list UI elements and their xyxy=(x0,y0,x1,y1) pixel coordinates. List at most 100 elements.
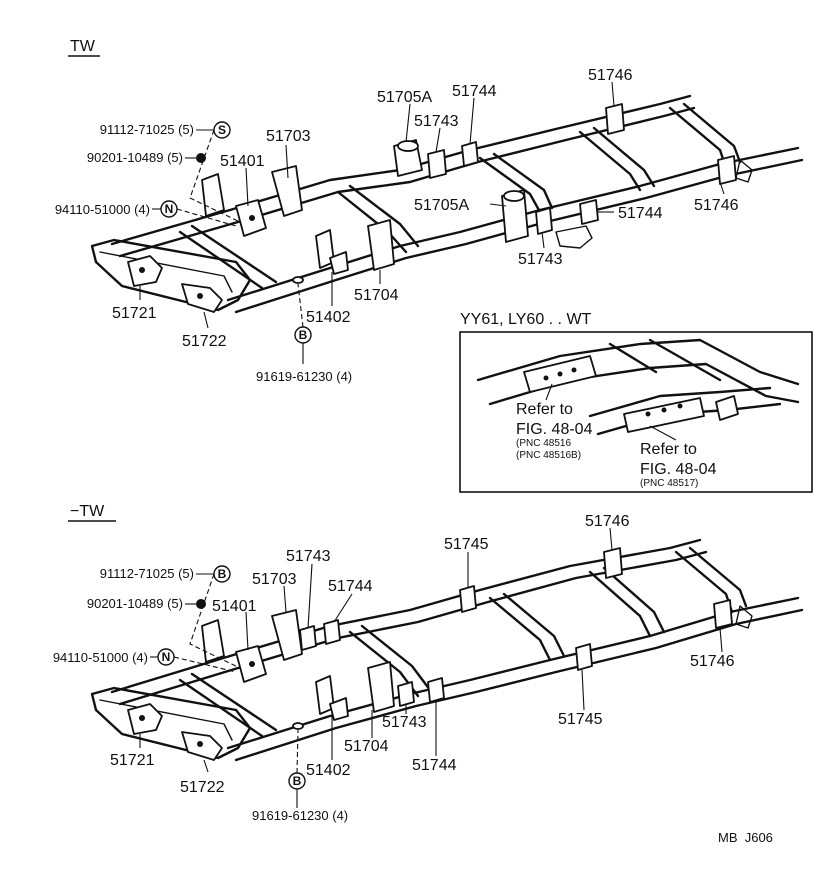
part-51703-b-drawing xyxy=(271,609,303,661)
front-bumper xyxy=(90,238,252,312)
part-51704-drawing xyxy=(367,219,395,271)
label-51744-upper: 51744 xyxy=(452,83,497,100)
inset-part-48517 xyxy=(623,397,705,433)
inset-pnc-48516b: (PNC 48516B) xyxy=(516,450,581,461)
part-51744-upper-drawing xyxy=(461,141,479,167)
inset-fig-2: FIG. 48-04 xyxy=(640,461,717,478)
symbol-n-letter: N xyxy=(165,202,174,216)
label-51722: 51722 xyxy=(182,333,227,350)
inset-refer-1: Refer to xyxy=(516,401,573,418)
part-51721-drawing xyxy=(127,255,163,287)
label-51745-b-upper: 51745 xyxy=(444,536,489,553)
label-90201-10489-b: 90201-10489 (5) xyxy=(87,596,183,611)
section-minus-tw: −TW xyxy=(53,503,804,823)
symbol-b-letter-2: B xyxy=(218,567,227,581)
crossmember-front-2 xyxy=(178,672,278,738)
dashed-links-tw xyxy=(176,129,304,328)
label-51721: 51721 xyxy=(112,305,157,322)
footer-diagram-code: MB J606 xyxy=(718,830,773,845)
part-51744-b-upper-drawing xyxy=(323,619,341,645)
label-94110-51000-b: 94110-51000 (4) xyxy=(53,650,148,665)
inset-frame-drawing xyxy=(476,338,800,436)
leader-lines-tw xyxy=(139,81,725,364)
label-51704: 51704 xyxy=(354,287,399,304)
labels-minus-tw: 91112-71025 (5) 90201-10489 (5) 94110-51… xyxy=(53,513,735,823)
crossmember-3b xyxy=(488,592,566,662)
frame-drawing-minus-tw xyxy=(90,538,804,762)
label-91112-71025: 91112-71025 (5) xyxy=(100,122,194,137)
label-51704-b: 51704 xyxy=(344,738,389,755)
label-51746-b-upper: 51746 xyxy=(585,513,630,530)
crossmember-4b xyxy=(588,566,666,638)
symbol-b-letter: B xyxy=(299,328,308,342)
symbol-s-letter: S xyxy=(218,123,226,137)
label-51743-b-lower: 51743 xyxy=(382,714,427,731)
label-51746-b-lower: 51746 xyxy=(690,653,735,670)
label-51401-b: 51401 xyxy=(212,598,257,615)
parts-minus-tw xyxy=(127,547,733,761)
inset-refer-2: Refer to xyxy=(640,441,697,458)
label-51703: 51703 xyxy=(266,128,311,145)
label-51721-b: 51721 xyxy=(110,752,155,769)
part-51743-lower-drawing xyxy=(535,207,553,235)
crossmember-4 xyxy=(578,126,656,192)
part-51704-b-drawing xyxy=(367,661,395,713)
label-90201-10489: 90201-10489 (5) xyxy=(87,150,183,165)
label-51746-lower: 51746 xyxy=(694,197,739,214)
labels-tw: 91112-71025 (5) 90201-10489 (5) 94110-51… xyxy=(55,67,739,384)
label-91112-71025-b: 91112-71025 (5) xyxy=(100,566,194,581)
label-51722-b: 51722 xyxy=(180,779,225,796)
part-51721-b-drawing xyxy=(127,703,163,735)
label-51705A-upper: 51705A xyxy=(377,89,432,106)
inset-title: YY61, LY60 . . WT xyxy=(460,311,592,328)
inset-box xyxy=(459,331,813,493)
part-51746-upper-drawing xyxy=(605,103,625,135)
part-51743-b-upper-drawing xyxy=(299,625,317,651)
symbol-n-letter-2: N xyxy=(162,650,171,664)
inset-wt: YY61, LY60 . . WT Refer to FIG. 48-04 (P… xyxy=(459,311,813,493)
label-51745-b-lower: 51745 xyxy=(558,711,603,728)
part-51746-b-lower-drawing xyxy=(713,599,733,629)
part-51743-upper-drawing xyxy=(427,149,447,179)
parts-tw xyxy=(127,103,737,313)
label-51743-b-upper: 51743 xyxy=(286,548,331,565)
label-51743-lower: 51743 xyxy=(518,251,563,268)
part-51744-b-lower-drawing xyxy=(427,677,445,703)
part-51743-b-lower-drawing xyxy=(397,681,415,707)
label-51746-upper: 51746 xyxy=(588,67,633,84)
part-51745-b-upper-drawing xyxy=(459,585,477,613)
label-51402-b: 51402 xyxy=(306,762,351,779)
inset-pnc-48516: (PNC 48516 xyxy=(516,438,571,449)
front-bumper-2 xyxy=(90,686,252,760)
label-51703-b: 51703 xyxy=(252,571,297,588)
section-title-tw: TW xyxy=(70,38,96,55)
label-51401: 51401 xyxy=(220,153,265,170)
label-51744-b-upper: 51744 xyxy=(328,578,373,595)
label-51705A-lower: 51705A xyxy=(414,197,469,214)
crossmember-front xyxy=(178,224,278,290)
part-51746-b-upper-drawing xyxy=(603,547,623,579)
symbol-b-letter-3: B xyxy=(293,774,302,788)
crossmember-3 xyxy=(478,152,554,214)
part-51401-b-drawing xyxy=(201,619,225,663)
leader-lines-minus-tw xyxy=(139,527,723,808)
washer-icon-2 xyxy=(196,599,206,609)
right-rail-2 xyxy=(226,596,800,750)
label-91619-61230: 91619-61230 (4) xyxy=(256,369,352,384)
label-51402: 51402 xyxy=(306,309,351,326)
label-51744-b-lower: 51744 xyxy=(412,757,457,774)
part-51703-drawing xyxy=(271,165,303,217)
washer-icon xyxy=(196,153,206,163)
label-51743-upper: 51743 xyxy=(414,113,459,130)
label-91619-61230-b: 91619-61230 (4) xyxy=(252,808,348,823)
inset-pnc-48517: (PNC 48517) xyxy=(640,478,698,489)
part-51746-lower-drawing xyxy=(717,155,737,185)
part-51745-b-lower-drawing xyxy=(575,643,593,671)
inset-fig-1: FIG. 48-04 xyxy=(516,421,593,438)
section-title-minus-tw: −TW xyxy=(70,503,105,520)
part-51401-drawing xyxy=(201,173,225,217)
label-94110-51000: 94110-51000 (4) xyxy=(55,202,150,217)
part-51744-lower-drawing xyxy=(579,199,599,225)
fastener-symbols-minus-tw: B N B xyxy=(157,565,306,790)
